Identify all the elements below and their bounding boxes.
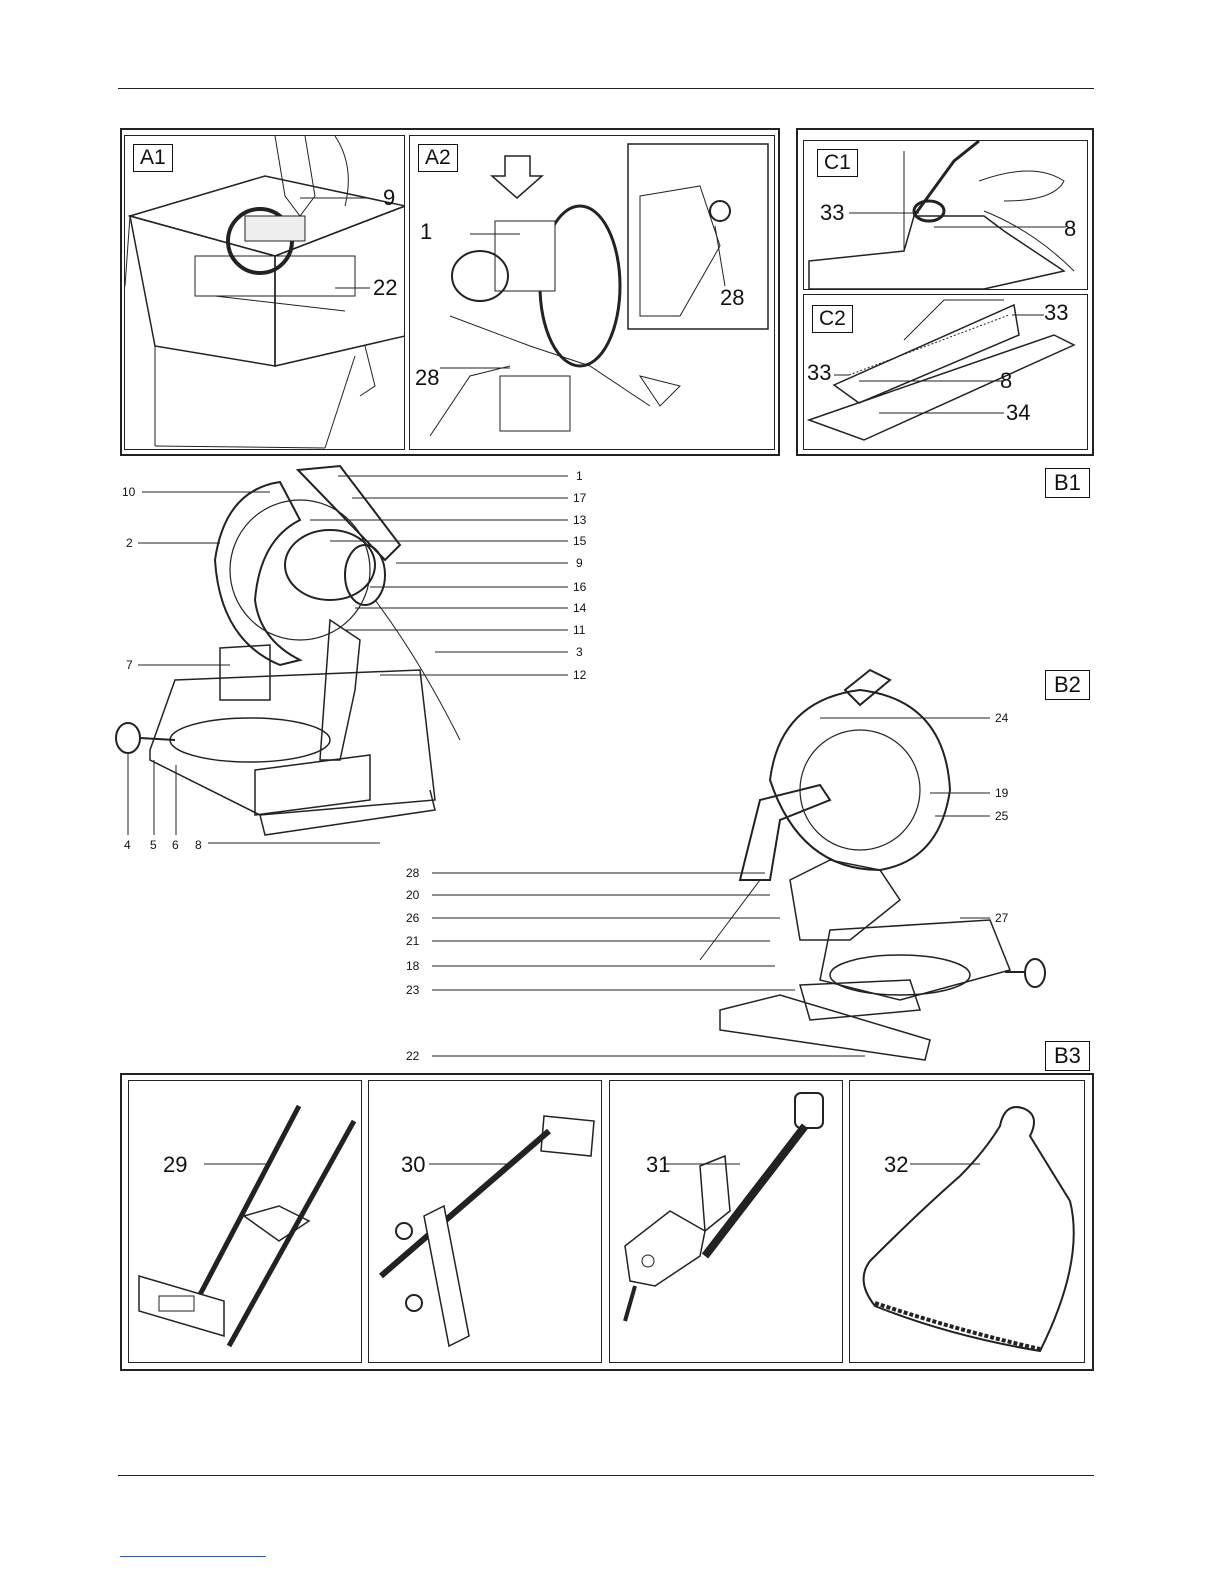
b2-callout-20: 20: [406, 889, 419, 901]
footer-link-underline: [120, 1556, 266, 1557]
b2-callout-24: 24: [995, 712, 1008, 724]
b2-callout-27: 27: [995, 912, 1008, 924]
accessory-label-32: 32: [884, 1155, 908, 1175]
accessory-label-29: 29: [163, 1155, 187, 1175]
panel-accessory-29: 29: [128, 1080, 362, 1363]
clamp-illustration: [610, 1081, 843, 1363]
accessory-label-30: 30: [401, 1155, 425, 1175]
b2-callout-22: 22: [406, 1050, 419, 1062]
extension-rods-illustration: [129, 1081, 362, 1363]
b2-callout-28: 28: [406, 867, 419, 879]
b2-callout-23: 23: [406, 984, 419, 996]
b2-callout-26: 26: [406, 912, 419, 924]
b2-callout-25: 25: [995, 810, 1008, 822]
b2-callout-19: 19: [995, 787, 1008, 799]
b2-callout-18: 18: [406, 960, 419, 972]
b2-callout-21: 21: [406, 935, 419, 947]
panel-accessory-32: 32: [849, 1080, 1085, 1363]
panel-accessory-30: 30: [368, 1080, 602, 1363]
dust-bag-illustration: [850, 1081, 1085, 1363]
panel-accessory-31: 31: [609, 1080, 843, 1363]
stop-rod-illustration: [369, 1081, 602, 1363]
footer-rule: [118, 1475, 1094, 1476]
accessory-label-31: 31: [646, 1155, 670, 1175]
